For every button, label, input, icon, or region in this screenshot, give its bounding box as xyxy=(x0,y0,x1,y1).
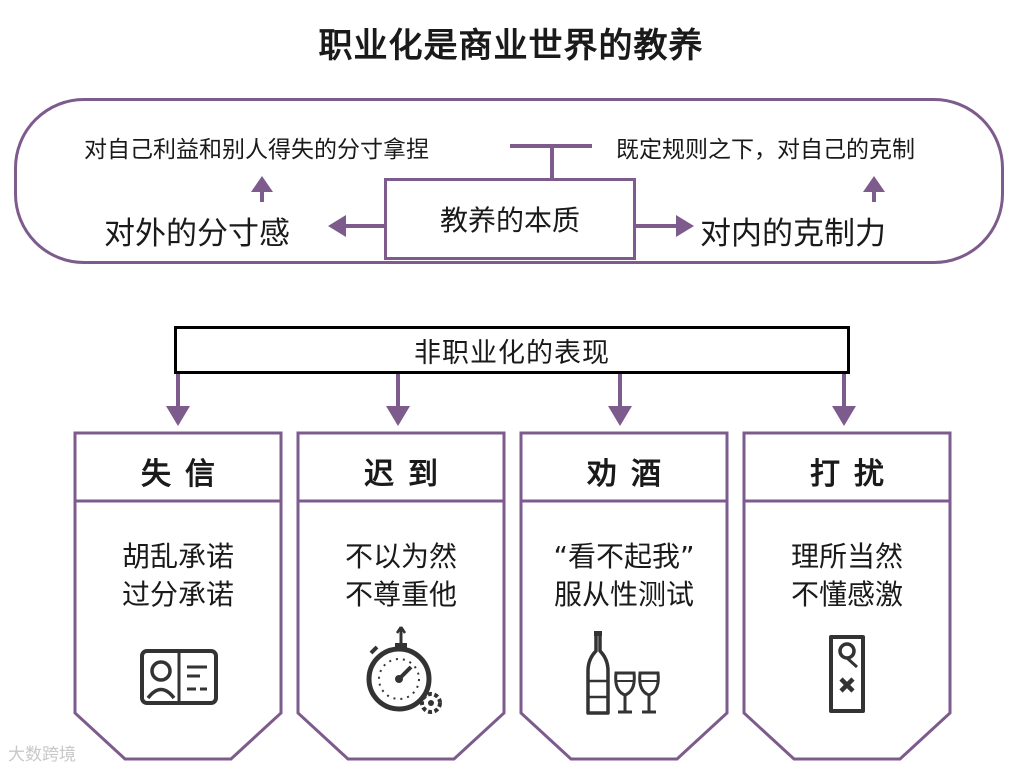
card-outline xyxy=(742,431,952,761)
page-title: 职业化是商业世界的教养 xyxy=(318,26,704,66)
card-title: 打扰 xyxy=(810,457,898,492)
card-line-1: 理所当然 xyxy=(790,540,903,573)
door-hanger-icon xyxy=(829,635,865,713)
card-outline xyxy=(73,431,283,761)
card-line-2: 不懂感激 xyxy=(790,578,903,611)
card-line-1: “看不起我” xyxy=(553,540,695,573)
right-up-arrow-head xyxy=(863,176,885,192)
id-card-icon xyxy=(140,649,218,705)
card-line-1: 胡乱承诺 xyxy=(121,540,234,573)
left-up-arrow-head xyxy=(251,176,273,192)
section-header: 非职业化的表现 xyxy=(174,326,850,374)
outer-sense-description: 对自己利益和别人得失的分寸拿捏 xyxy=(84,137,429,163)
down-arrow-2-head xyxy=(386,406,410,426)
down-arrow-3-head xyxy=(608,406,632,426)
card-outline xyxy=(296,431,506,761)
card-line-2: 服从性测试 xyxy=(553,578,694,611)
essence-core-box: 教养的本质 xyxy=(384,178,636,260)
down-arrow-1-head xyxy=(166,406,190,426)
card-line-2: 过分承诺 xyxy=(121,578,234,611)
essence-connectors xyxy=(251,144,885,237)
card-line-2: 不尊重他 xyxy=(344,578,457,611)
left-arrow-head xyxy=(328,215,346,237)
card-title: 失信 xyxy=(141,457,229,492)
watermark: 大数跨境 xyxy=(8,745,76,765)
outer-sense-label: 对外的分寸感 xyxy=(104,216,290,252)
inner-restraint-description: 既定规则之下，对自己的克制 xyxy=(616,137,915,163)
essence-frame xyxy=(14,98,1004,264)
stopwatch-icon xyxy=(366,626,442,714)
card-title: 劝酒 xyxy=(587,457,675,492)
card-title: 迟到 xyxy=(364,457,452,492)
inner-restraint-label: 对内的克制力 xyxy=(700,216,886,252)
card-lateness: 迟到 不以为然 不尊重他 xyxy=(296,431,506,761)
card-breach-of-trust: 失信 胡乱承诺 过分承诺 xyxy=(73,431,283,761)
right-arrow-head xyxy=(676,215,694,237)
down-arrow-4-head xyxy=(832,406,856,426)
card-outline xyxy=(519,431,729,761)
card-urging-drinks: 劝酒 “看不起我” 服从性测试 xyxy=(519,431,729,761)
header-down-arrows xyxy=(166,374,856,426)
wine-icon xyxy=(586,631,660,715)
card-line-1: 不以为然 xyxy=(344,540,457,573)
card-disturbing: 打扰 理所当然 不懂感激 xyxy=(742,431,952,761)
